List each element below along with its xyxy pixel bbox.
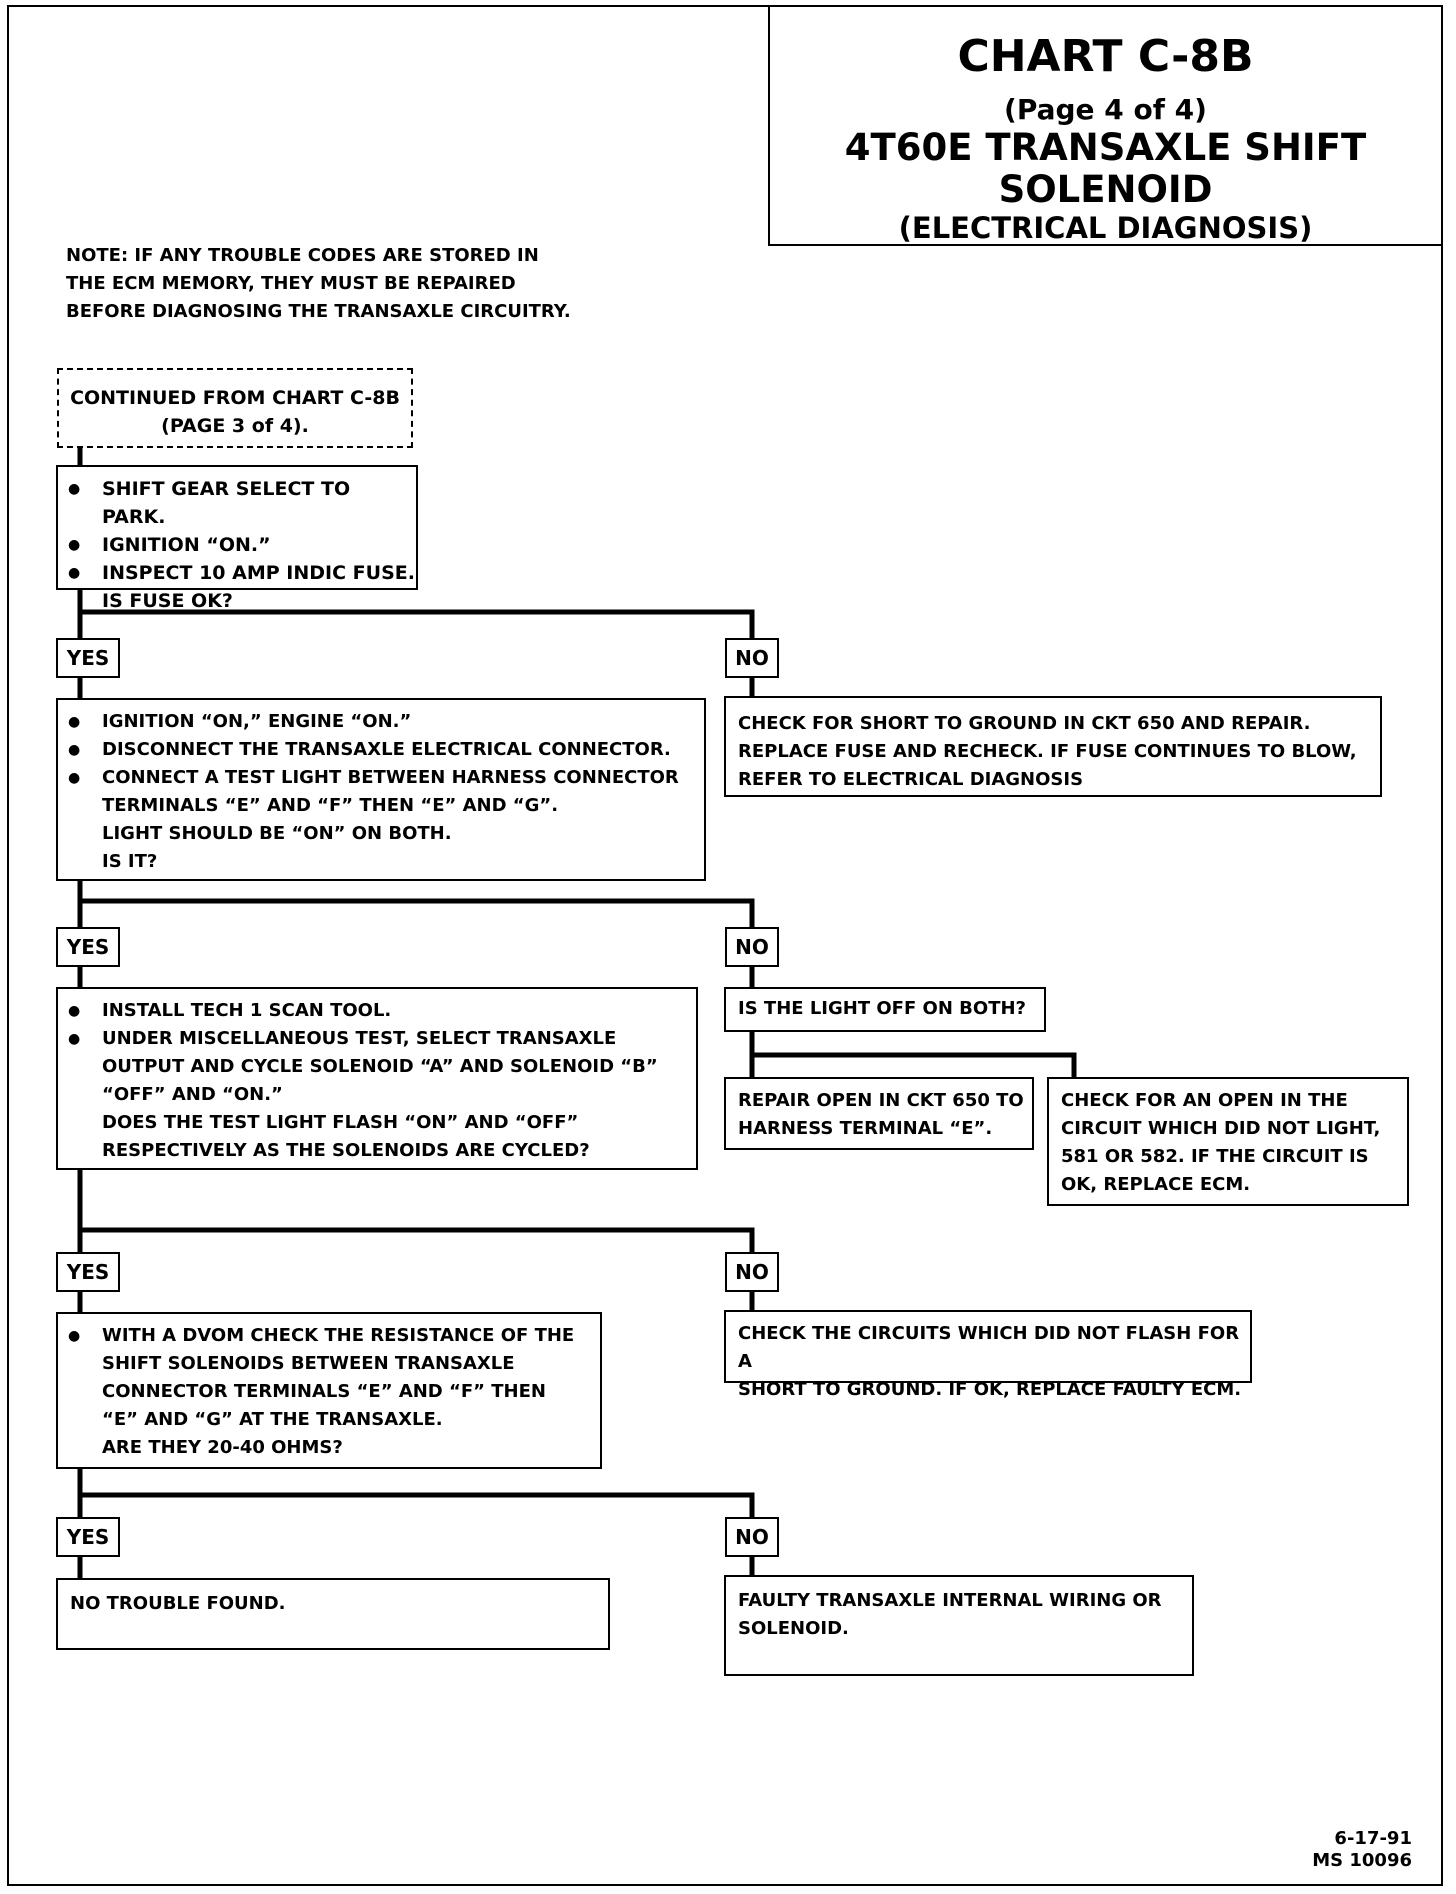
no-label: NO: [725, 927, 779, 967]
step2-no-question: IS THE LIGHT OFF ON BOTH?: [738, 998, 1026, 1019]
page-border: [7, 5, 1443, 1886]
step3-bullet: UNDER MISCELLANEOUS TEST, SELECT TRANSAX…: [58, 1025, 696, 1053]
footer-date: 6-17-91: [1334, 1828, 1412, 1849]
no-label: NO: [725, 1517, 779, 1557]
no-trouble-box: NO TROUBLE FOUND.: [56, 1578, 610, 1650]
step1-bullet: SHIFT GEAR SELECT TO PARK.: [58, 475, 416, 531]
chart-subject: 4T60E TRANSAXLE SHIFT SOLENOID: [844, 126, 1367, 211]
step4-line: CONNECTOR TERMINALS “E” AND “F” THEN: [102, 1381, 546, 1402]
step3-bullet: INSTALL TECH 1 SCAN TOOL.: [58, 997, 696, 1025]
yes-label: YES: [56, 1517, 120, 1557]
no-label: NO: [725, 638, 779, 678]
step2-line: TERMINALS “E” AND “F” THEN “E” AND “G”.: [102, 795, 559, 816]
step2-bullet: CONNECT A TEST LIGHT BETWEEN HARNESS CON…: [58, 764, 704, 792]
repair-open-line: HARNESS TERMINAL “E”.: [738, 1118, 993, 1139]
check-open-line: CIRCUIT WHICH DID NOT LIGHT,: [1061, 1118, 1381, 1139]
note-text: NOTE: IF ANY TROUBLE CODES ARE STORED IN…: [66, 242, 626, 326]
step4-box: WITH A DVOM CHECK THE RESISTANCE OF THE …: [56, 1312, 602, 1469]
repair-open-line: REPAIR OPEN IN CKT 650 TO: [738, 1090, 1024, 1111]
step1-no-line: REPLACE FUSE AND RECHECK. IF FUSE CONTIN…: [738, 741, 1357, 762]
no-trouble-text: NO TROUBLE FOUND.: [70, 1593, 286, 1614]
step1-question: IS FUSE OK?: [102, 590, 233, 612]
step4-question: ARE THEY 20-40 OHMS?: [102, 1437, 343, 1458]
step2-question: IS IT?: [102, 851, 158, 872]
step2-bullet: IGNITION “ON,” ENGINE “ON.”: [58, 708, 704, 736]
step3-line: OUTPUT AND CYCLE SOLENOID “A” AND SOLENO…: [102, 1056, 658, 1077]
step3-no-line: CHECK THE CIRCUITS WHICH DID NOT FLASH F…: [738, 1323, 1240, 1372]
note-line: NOTE: IF ANY TROUBLE CODES ARE STORED IN: [66, 245, 539, 266]
no-label: NO: [725, 1252, 779, 1292]
note-line: THE ECM MEMORY, THEY MUST BE REPAIRED: [66, 273, 516, 294]
step4-line: SHIFT SOLENOIDS BETWEEN TRANSAXLE: [102, 1353, 515, 1374]
step1-bullet: INSPECT 10 AMP INDIC FUSE.: [58, 559, 416, 587]
step1-box: SHIFT GEAR SELECT TO PARK. IGNITION “ON.…: [56, 465, 418, 612]
step1-no-line: CHECK FOR SHORT TO GROUND IN CKT 650 AND…: [738, 713, 1311, 734]
repair-open-box: REPAIR OPEN IN CKT 650 TO HARNESS TERMIN…: [724, 1077, 1034, 1150]
step2-bullet: DISCONNECT THE TRANSAXLE ELECTRICAL CONN…: [58, 736, 704, 764]
footer-code: MS 10096: [1312, 1850, 1412, 1871]
step3-no-line: SHORT TO GROUND. IF OK, REPLACE FAULTY E…: [738, 1379, 1242, 1400]
step4-bullet: WITH A DVOM CHECK THE RESISTANCE OF THE: [58, 1322, 600, 1350]
chart-subtitle: (ELECTRICAL DIAGNOSIS): [898, 211, 1313, 245]
step3-line: DOES THE TEST LIGHT FLASH “ON” AND “OFF”: [102, 1112, 579, 1133]
faulty-wiring-line: SOLENOID.: [738, 1618, 849, 1639]
yes-label: YES: [56, 927, 120, 967]
step2-line: LIGHT SHOULD BE “ON” ON BOTH.: [102, 823, 452, 844]
yes-label: YES: [56, 638, 120, 678]
faulty-wiring-box: FAULTY TRANSAXLE INTERNAL WIRING OR SOLE…: [724, 1575, 1194, 1676]
start-box: CONTINUED FROM CHART C-8B (PAGE 3 of 4).: [57, 368, 413, 448]
step1-no-box: CHECK FOR SHORT TO GROUND IN CKT 650 AND…: [724, 696, 1382, 797]
yes-label: YES: [56, 1252, 120, 1292]
step3-box: INSTALL TECH 1 SCAN TOOL. UNDER MISCELLA…: [56, 987, 698, 1170]
faulty-wiring-line: FAULTY TRANSAXLE INTERNAL WIRING OR: [738, 1590, 1162, 1611]
check-open-line: OK, REPLACE ECM.: [1061, 1174, 1251, 1195]
start-line: (PAGE 3 of 4).: [161, 415, 309, 437]
step1-no-line: REFER TO ELECTRICAL DIAGNOSIS: [738, 769, 1084, 790]
footer-id: 6-17-91 MS 10096: [1312, 1828, 1412, 1872]
step3-question: RESPECTIVELY AS THE SOLENOIDS ARE CYCLED…: [102, 1140, 590, 1161]
chart-page: (Page 4 of 4): [1004, 93, 1207, 126]
step3-line: “OFF” AND “ON.”: [102, 1084, 283, 1105]
step2-no-box: IS THE LIGHT OFF ON BOTH?: [724, 987, 1046, 1032]
step1-bullet: IGNITION “ON.”: [58, 531, 416, 559]
note-line: BEFORE DIAGNOSING THE TRANSAXLE CIRCUITR…: [66, 301, 571, 322]
chart-title: CHART C-8B: [957, 31, 1254, 82]
check-open-line: CHECK FOR AN OPEN IN THE: [1061, 1090, 1348, 1111]
step2-box: IGNITION “ON,” ENGINE “ON.” DISCONNECT T…: [56, 698, 706, 881]
step3-no-box: CHECK THE CIRCUITS WHICH DID NOT FLASH F…: [724, 1310, 1252, 1400]
step4-line: “E” AND “G” AT THE TRANSAXLE.: [102, 1409, 443, 1430]
start-line: CONTINUED FROM CHART C-8B: [70, 387, 400, 409]
check-open-line: 581 OR 582. IF THE CIRCUIT IS: [1061, 1146, 1369, 1167]
chart-title-block: CHART C-8B (Page 4 of 4) 4T60E TRANSAXLE…: [768, 5, 1443, 246]
check-open-box: CHECK FOR AN OPEN IN THE CIRCUIT WHICH D…: [1047, 1077, 1409, 1206]
